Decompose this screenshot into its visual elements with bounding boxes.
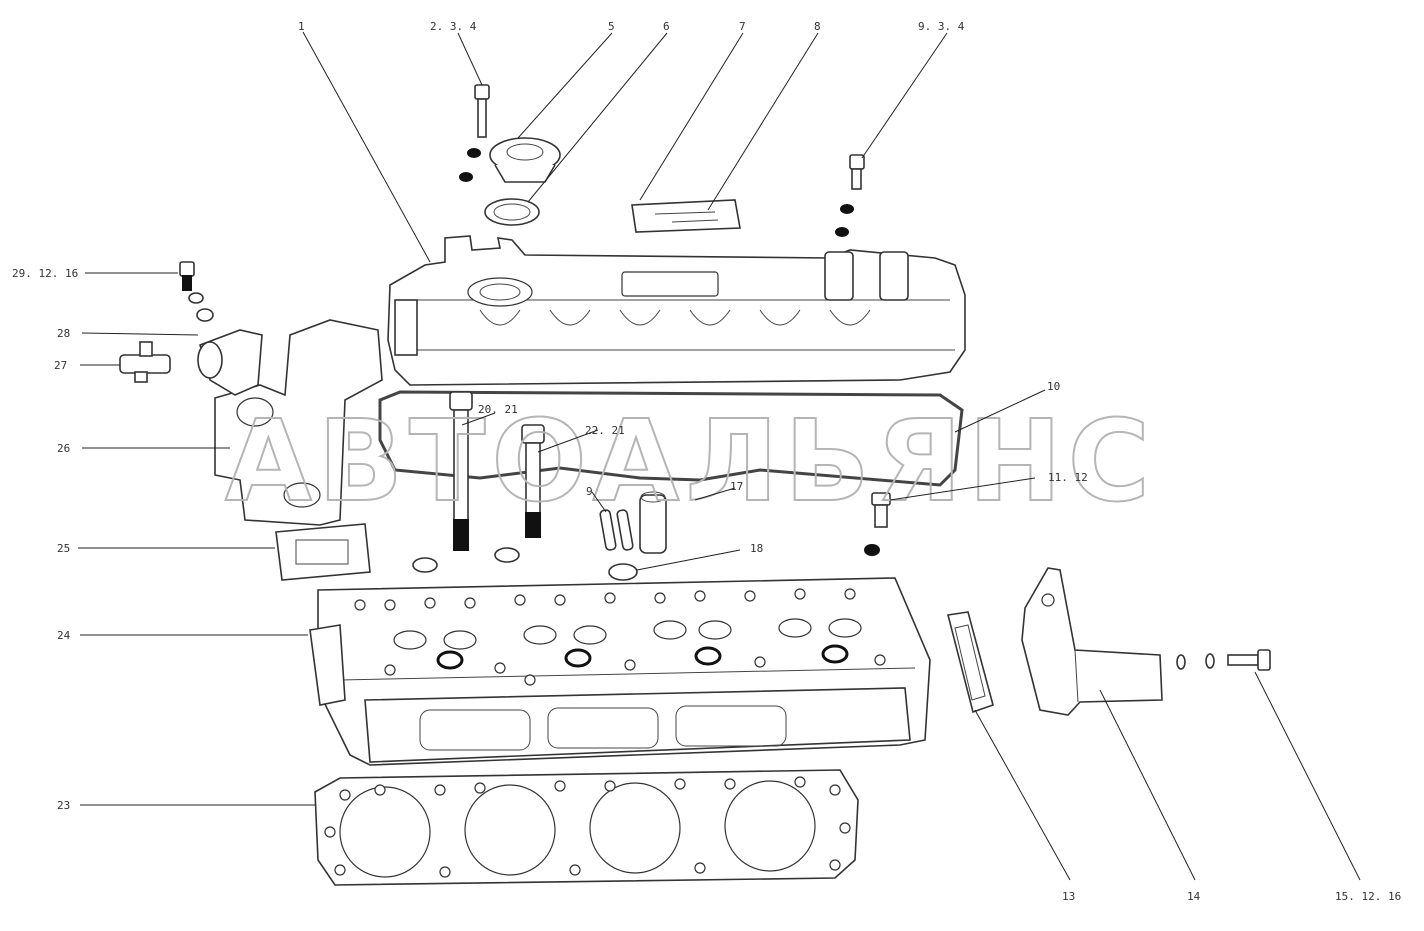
callout-8: 8 bbox=[814, 20, 821, 33]
callout-22: 22. 21 bbox=[585, 424, 625, 437]
callout-6: 6 bbox=[663, 20, 670, 33]
callout-labels: 1 2. 3. 4 5 6 7 8 9. 3. 4 29. 12. 16 28 … bbox=[12, 20, 1401, 903]
valve-tubes bbox=[599, 491, 667, 554]
callout-28: 28 bbox=[57, 327, 70, 340]
cap-seal-ring bbox=[484, 198, 540, 226]
bolt-right bbox=[864, 492, 891, 556]
cylinder-head bbox=[309, 577, 931, 766]
callout-20: 20. 21 bbox=[478, 403, 518, 416]
elbow-pipe bbox=[197, 329, 263, 396]
head-bolt-short bbox=[494, 424, 545, 563]
watermark-text: АВТОАЛЬЯНС bbox=[225, 397, 1156, 527]
nameplate bbox=[631, 199, 741, 233]
cylinder-head-holes bbox=[354, 588, 886, 686]
callout-27: 27 bbox=[54, 359, 67, 372]
head-bolt-long bbox=[412, 391, 473, 573]
callout-11: 11. 12 bbox=[1048, 471, 1088, 484]
callout-14: 14 bbox=[1187, 890, 1201, 903]
callout-29: 29. 12. 16 bbox=[12, 267, 78, 280]
callout-1: 1 bbox=[298, 20, 305, 33]
lifting-bracket bbox=[1021, 567, 1163, 716]
callout-17: 17 bbox=[730, 480, 743, 493]
bolt-left bbox=[179, 261, 214, 322]
callout-18: 18 bbox=[750, 542, 763, 555]
bracket-bolt bbox=[1176, 649, 1271, 671]
cylinder-head-gasket bbox=[314, 769, 859, 886]
callout-5: 5 bbox=[608, 20, 615, 33]
callout-15: 15. 12. 16 bbox=[1335, 890, 1401, 903]
callout-10: 10 bbox=[1047, 380, 1060, 393]
leader-lines bbox=[78, 31, 1361, 881]
bolt-top-left bbox=[459, 84, 490, 182]
callout-9: 9. 3. 4 bbox=[918, 20, 965, 33]
oil-filler-cap bbox=[489, 137, 561, 183]
water-outlet-housing bbox=[214, 319, 383, 526]
valve-cover-gasket bbox=[378, 390, 964, 487]
callout-9b: 9 bbox=[586, 485, 593, 498]
callout-25: 25 bbox=[57, 542, 70, 555]
callout-2: 2. 3. 4 bbox=[430, 20, 477, 33]
seal-ring bbox=[608, 563, 638, 581]
callout-26: 26 bbox=[57, 442, 70, 455]
callout-24: 24 bbox=[57, 629, 71, 642]
bracket-gasket bbox=[947, 611, 994, 714]
temperature-sensor bbox=[119, 341, 171, 383]
outlet-gasket bbox=[275, 523, 371, 581]
callout-13: 13 bbox=[1062, 890, 1075, 903]
valve-cover bbox=[387, 235, 966, 386]
head-gasket-holes bbox=[324, 776, 851, 878]
callout-7: 7 bbox=[739, 20, 746, 33]
callout-23: 23 bbox=[57, 799, 70, 812]
bolt-top-right bbox=[835, 154, 865, 237]
